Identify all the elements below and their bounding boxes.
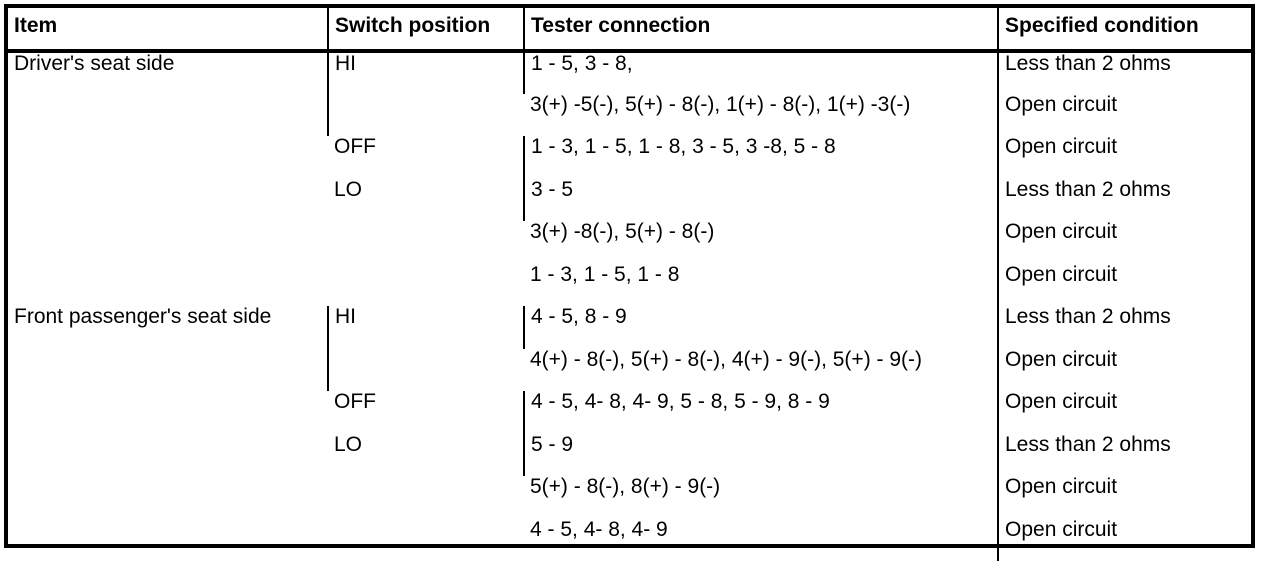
cell-tester-connection: 1 - 3, 1 - 5, 1 - 8, 3 - 5, 3 -8, 5 - 8	[524, 136, 998, 179]
cell-specified-condition: Open circuit	[998, 391, 1251, 434]
tester-connection-inspection-table: Item Switch position Tester connection S…	[8, 8, 1251, 561]
cell-switch-position: HI	[328, 306, 524, 391]
column-header-condition: Specified condition	[998, 8, 1251, 51]
column-header-tester: Tester connection	[524, 8, 998, 51]
cell-item: Front passenger's seat side	[8, 306, 328, 561]
cell-specified-condition: Open circuit	[998, 94, 1251, 137]
column-header-item: Item	[8, 8, 328, 51]
cell-tester-connection: 4 - 5, 4- 8, 4- 9	[524, 519, 998, 561]
cell-specified-condition: Less than 2 ohms	[998, 51, 1251, 94]
cell-tester-connection: 4 - 5, 8 - 9	[524, 306, 998, 349]
cell-tester-connection: 4 - 5, 4- 8, 4- 9, 5 - 8, 5 - 9, 8 - 9	[524, 391, 998, 434]
cell-tester-connection: 1 - 3, 1 - 5, 1 - 8	[524, 264, 998, 307]
cell-item: Driver's seat side	[8, 51, 328, 306]
cell-specified-condition: Less than 2 ohms	[998, 434, 1251, 477]
cell-specified-condition: Open circuit	[998, 264, 1251, 307]
cell-specified-condition: Open circuit	[998, 136, 1251, 179]
cell-specified-condition: Open circuit	[998, 349, 1251, 392]
cell-tester-connection: 5(+) - 8(-), 8(+) - 9(-)	[524, 476, 998, 519]
cell-specified-condition: Open circuit	[998, 476, 1251, 519]
cell-switch-position: LO	[328, 179, 524, 307]
cell-specified-condition: Less than 2 ohms	[998, 179, 1251, 222]
cell-tester-connection: 1 - 5, 3 - 8,	[524, 51, 998, 94]
cell-specified-condition: Less than 2 ohms	[998, 306, 1251, 349]
cell-switch-position: LO	[328, 434, 524, 561]
table-header-row: Item Switch position Tester connection S…	[8, 8, 1251, 51]
cell-specified-condition: Open circuit	[998, 221, 1251, 264]
cell-tester-connection: 3(+) -8(-), 5(+) - 8(-)	[524, 221, 998, 264]
cell-tester-connection: 5 - 9	[524, 434, 998, 477]
column-header-switch: Switch position	[328, 8, 524, 51]
cell-specified-condition: Open circuit	[998, 519, 1251, 561]
cell-tester-connection: 3 - 5	[524, 179, 998, 222]
cell-tester-connection: 4(+) - 8(-), 5(+) - 8(-), 4(+) - 9(-), 5…	[524, 349, 998, 392]
cell-switch-position: HI	[328, 51, 524, 136]
spec-table-container: Item Switch position Tester connection S…	[4, 4, 1255, 548]
cell-switch-position: OFF	[328, 136, 524, 179]
table-header: Item Switch position Tester connection S…	[8, 8, 1251, 51]
cell-tester-connection: 3(+) -5(-), 5(+) - 8(-), 1(+) - 8(-), 1(…	[524, 94, 998, 137]
cell-switch-position: OFF	[328, 391, 524, 434]
